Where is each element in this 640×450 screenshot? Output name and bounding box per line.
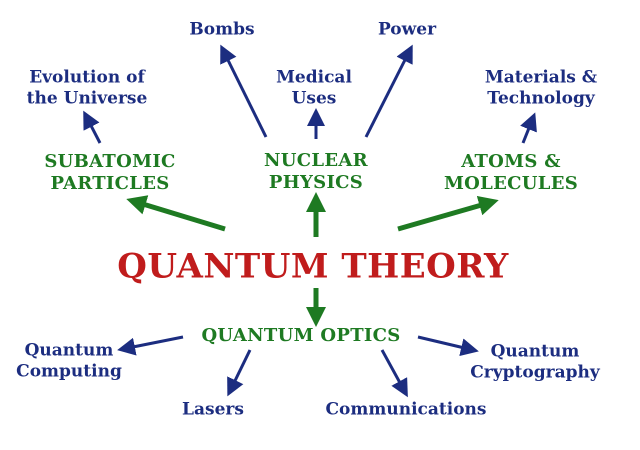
- branch-subatomic-particles: SUBATOMIC PARTICLES: [44, 151, 175, 195]
- branch-atoms-line1: ATOMS &: [461, 151, 561, 173]
- leaf-power: Power: [378, 20, 436, 41]
- leaf-quantum-computing: Quantum Computing: [16, 340, 122, 381]
- branch-subatomic-line2: PARTICLES: [50, 173, 170, 194]
- leaf-communications: Communications: [326, 400, 487, 421]
- arrow-to-atoms: [397, 195, 499, 232]
- leaf-lasers-line1: Lasers: [182, 399, 244, 420]
- branch-quantum-optics: QUANTUM OPTICS: [201, 325, 400, 347]
- leaf-medical-line1: Medical: [276, 67, 352, 88]
- leaf-computing-line2: Computing: [16, 361, 122, 381]
- leaf-evolution-line2: the Universe: [26, 88, 148, 108]
- branch-nuclear-physics: NUCLEAR PHYSICS: [264, 150, 368, 194]
- arrow-to-bombs: [220, 44, 268, 138]
- leaf-medical-uses: Medical Uses: [276, 67, 352, 108]
- arrow-to-subatomic: [126, 195, 226, 232]
- branch-atoms-line2: MOLECULES: [443, 173, 579, 194]
- leaf-cryptography-line2: Cryptography: [470, 362, 600, 382]
- leaf-bombs: Bombs: [189, 20, 254, 41]
- leaf-medical-line2: Uses: [291, 88, 337, 108]
- branch-subatomic-line1: SUBATOMIC: [44, 151, 176, 173]
- arrow-to-power: [364, 44, 413, 138]
- arrow-to-lasers: [227, 349, 252, 397]
- arrow-to-computing: [117, 335, 184, 356]
- center-title-text: QUANTUM THEORY: [117, 246, 509, 287]
- arrow-to-cryptography: [417, 335, 479, 356]
- arrow-to-materials: [520, 112, 537, 144]
- arrow-to-communications: [380, 349, 408, 398]
- branch-nuclear-line1: NUCLEAR: [264, 150, 368, 172]
- leaf-communications-line1: Communications: [325, 399, 487, 420]
- leaf-evolution-line1: Evolution of: [29, 67, 145, 88]
- branch-atoms-molecules: ATOMS & MOLECULES: [444, 151, 578, 195]
- arrow-to-evolution: [83, 110, 102, 144]
- leaf-lasers: Lasers: [182, 400, 244, 421]
- leaf-cryptography-line1: Quantum: [490, 341, 580, 362]
- leaf-quantum-cryptography: Quantum Cryptography: [470, 341, 599, 382]
- branch-optics-line1: QUANTUM OPTICS: [201, 325, 401, 347]
- leaf-power-line1: Power: [377, 19, 437, 40]
- leaf-bombs-line1: Bombs: [189, 19, 255, 40]
- leaf-materials-technology: Materials & Technology: [485, 67, 597, 108]
- branch-nuclear-line2: PHYSICS: [268, 172, 364, 193]
- leaf-materials-line2: Technology: [487, 88, 595, 108]
- center-title: QUANTUM THEORY: [117, 246, 509, 287]
- leaf-materials-line1: Materials &: [484, 67, 598, 88]
- leaf-evolution-of-universe: Evolution of the Universe: [27, 67, 148, 108]
- leaf-computing-line1: Quantum: [24, 340, 114, 361]
